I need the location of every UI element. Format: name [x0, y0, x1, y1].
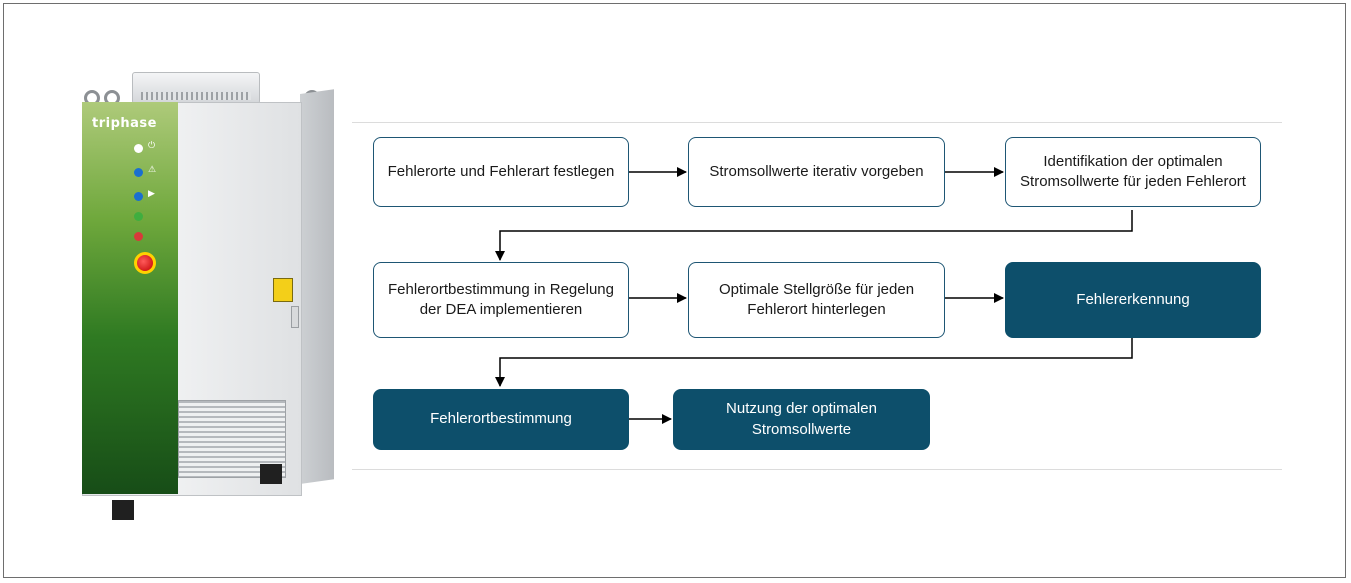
warning-symbol-icon: ⚠: [148, 165, 157, 175]
process-flow-diagram: Fehlerorte und Fehlerart festlegen Strom…: [352, 122, 1282, 470]
power-symbol-icon: ⏻: [148, 141, 156, 151]
step-fehlererkennung: Fehlererkennung: [1005, 262, 1261, 338]
step-stellgroesse-hinterlegen: Optimale Stellgröße für jeden Fehlerort …: [688, 262, 945, 338]
cabinet-foot: [112, 500, 134, 520]
step-fehlerorte-festlegen: Fehlerorte und Fehlerart festlegen: [373, 137, 629, 207]
cabinet-foot: [260, 464, 282, 484]
run-symbol-icon: ▶: [148, 189, 155, 199]
emergency-stop-icon: [134, 252, 156, 274]
warning-sticker-icon: [273, 278, 293, 302]
brand-logo: triphase: [92, 116, 157, 131]
step-identifikation-stromsollwerte: Identifikation der optimalen Stromsollwe…: [1005, 137, 1261, 207]
step-fehlerortbestimmung: Fehlerortbestimmung: [373, 389, 629, 450]
status-led-icon: [134, 168, 143, 177]
door-handle-icon: [291, 306, 299, 328]
bottom-divider: [352, 469, 1282, 470]
cabinet-side-panel: [300, 89, 334, 484]
green-lamp-icon: [134, 212, 143, 221]
step-fehlerortbestimmung-implementieren: Fehlerortbestimmung in Regelung der DEA …: [373, 262, 629, 338]
power-led-icon: [134, 144, 143, 153]
flow-arrows: [495, 167, 1133, 424]
step-nutzung-stromsollwerte: Nutzung der optimalen Stromsollwerte: [673, 389, 930, 450]
figure-frame: [3, 3, 1346, 578]
status-led-icon: [134, 192, 143, 201]
inverter-cabinet-image: triphase ⏻ ⚠ ▶: [60, 60, 350, 530]
top-fan-unit: [132, 72, 260, 104]
top-divider: [352, 122, 1282, 123]
cabinet-front-strip: [82, 102, 178, 494]
red-lamp-icon: [134, 232, 143, 241]
step-stromsollwerte-vorgeben: Stromsollwerte iterativ vorgeben: [688, 137, 945, 207]
arrow-s6-s7: [495, 337, 1133, 387]
arrow-s3-s4: [495, 210, 1133, 261]
